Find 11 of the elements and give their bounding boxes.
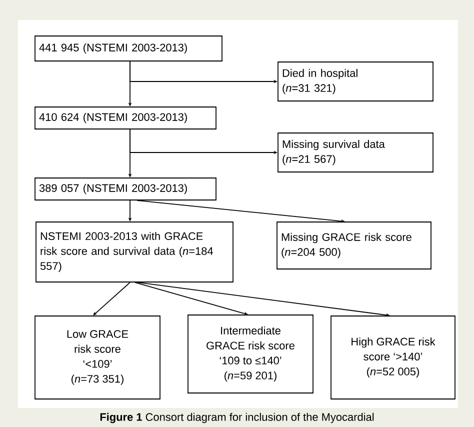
- flow-box: High GRACE risk score ‘>140’ (n=52 005): [330, 316, 456, 400]
- flow-box: Died in hospital (n=31 321): [278, 62, 434, 102]
- flow-box: NSTEMI 2003-2013 with GRACE risk score and survival data (n=184 557): [36, 222, 234, 282]
- flow-box: Intermediate GRACE risk score ‘109 to ≤140’ (n=59 201): [188, 314, 314, 394]
- caption: Figure 1 Consort diagram for inclusion of the Myocardial: [100, 412, 374, 424]
- flow-box: Missing GRACE risk score (n=204 500): [276, 222, 432, 270]
- flow-box: Low GRACE risk score ‘<109’ (n=73 351): [34, 316, 160, 400]
- flow-box: Missing survival data (n=21 567): [278, 132, 434, 172]
- flow-box: 410 624 (NSTEMI 2003-2013): [34, 106, 216, 130]
- flow-box: 441 945 (NSTEMI 2003-2013): [34, 36, 222, 62]
- flow-box: 389 057 (NSTEMI 2003-2013): [34, 178, 216, 200]
